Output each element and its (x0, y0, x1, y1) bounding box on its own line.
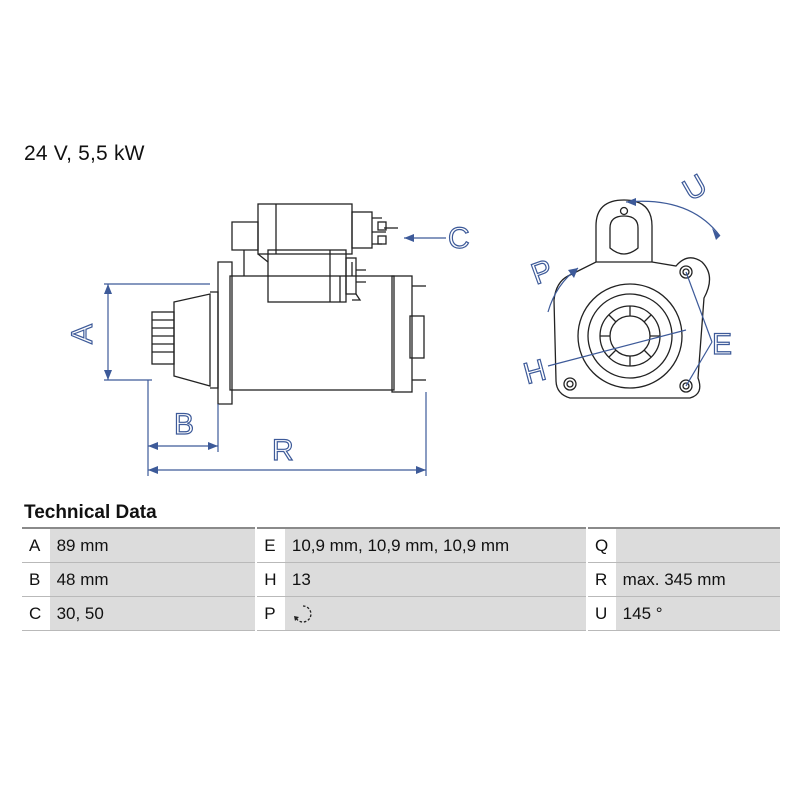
clockwise-rotation-icon (293, 604, 312, 623)
spec-value: 30, 50 (49, 596, 258, 631)
spec-value: 10,9 mm, 10,9 mm, 10,9 mm (284, 527, 589, 563)
arrowheads-front (568, 198, 720, 278)
front-view (553, 199, 711, 399)
pinion (151, 311, 175, 365)
motor-end-cap (391, 275, 413, 393)
drive-nose (173, 293, 211, 387)
label-b: B (174, 408, 194, 441)
spec-value: 145 ° (615, 596, 780, 631)
angle-arc-u (625, 200, 721, 237)
dimension-letters: A B R C U P H E (65, 168, 732, 468)
label-u: U (677, 168, 712, 207)
spec-key: E (256, 527, 285, 563)
spec-value (284, 596, 589, 631)
table-row: C 30, 50 P U 145 ° (22, 596, 780, 631)
spec-key: Q (587, 527, 616, 563)
technical-data-title: Technical Data (24, 502, 157, 523)
spec-key: U (587, 596, 616, 631)
label-a: A (66, 324, 99, 344)
side-dimensions (104, 237, 446, 476)
table-row: A 89 mm E 10,9 mm, 10,9 mm, 10,9 mm Q (22, 527, 780, 563)
bolt-hole-right (679, 265, 693, 279)
spec-key: P (256, 596, 285, 631)
product-subtitle: 24 V, 5,5 kW (24, 142, 145, 165)
technical-data-table: A 89 mm E 10,9 mm, 10,9 mm, 10,9 mm Q B … (22, 527, 780, 631)
side-view (151, 203, 426, 405)
front-dimensions (547, 200, 721, 387)
label-h: H (520, 354, 549, 391)
mounting-ear-top (595, 199, 653, 262)
spec-key: H (256, 562, 285, 597)
spec-key: A (22, 527, 50, 563)
spec-key: R (587, 562, 616, 597)
bolt-hole-lower-right (679, 379, 693, 393)
spec-value: 48 mm (49, 562, 258, 597)
bolt-hole-lower-left (563, 377, 577, 391)
label-e: E (712, 328, 732, 361)
spec-value: 89 mm (49, 527, 258, 563)
label-c: C (448, 222, 470, 255)
spec-value: max. 345 mm (615, 562, 780, 597)
table-row: B 48 mm H 13 R max. 345 mm (22, 562, 780, 597)
spec-key: B (22, 562, 50, 597)
housing-outline (553, 257, 711, 399)
solenoid-upper (257, 203, 353, 255)
arrowheads-side (104, 234, 426, 474)
spec-key: C (22, 596, 50, 631)
end-cap-boss (409, 315, 425, 359)
spec-value: 13 (284, 562, 589, 597)
spec-value (615, 527, 780, 563)
pinion-housing (577, 283, 683, 389)
label-r: R (272, 434, 294, 467)
label-p: P (527, 254, 557, 292)
motor-body (229, 275, 395, 391)
